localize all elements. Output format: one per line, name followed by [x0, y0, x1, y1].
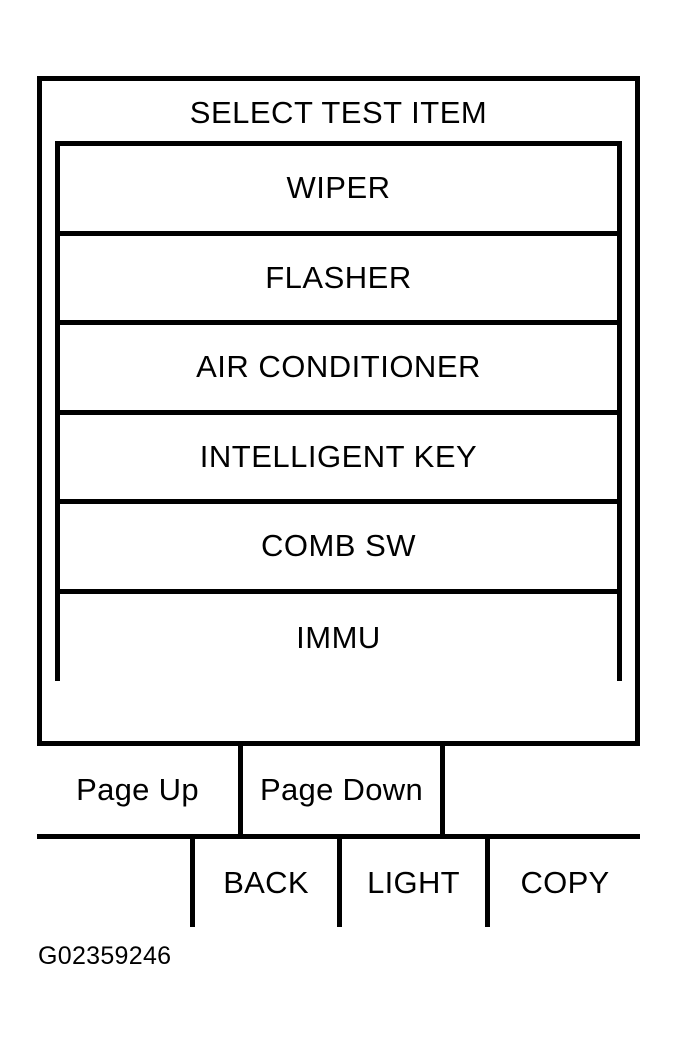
list-item-comb-sw[interactable]: COMB SW: [60, 504, 617, 594]
list-item-label: IMMU: [296, 620, 381, 656]
softkey-label: BACK: [223, 865, 309, 900]
list-item-flasher[interactable]: FLASHER: [60, 235, 617, 325]
diagnostic-tool-screen-frame: SELECT TEST ITEM WIPER FLASHER AIR CONDI…: [37, 76, 640, 927]
light-button[interactable]: LIGHT: [342, 839, 490, 927]
list-item-intelligent-key[interactable]: INTELLIGENT KEY: [60, 414, 617, 504]
page-title: SELECT TEST ITEM: [189, 95, 488, 130]
list-item-immu[interactable]: IMMU: [60, 593, 617, 683]
screen-blank-area: [42, 681, 635, 741]
softkey-label: LIGHT: [367, 865, 460, 900]
figure-caption: G02359246: [38, 942, 172, 970]
list-item-air-conditioner[interactable]: AIR CONDITIONER: [60, 325, 617, 415]
softkey-row-top: Page Up Page Down: [37, 741, 640, 834]
list-item-label: AIR CONDITIONER: [196, 349, 481, 385]
test-item-list: WIPER FLASHER AIR CONDITIONER INTELLIGEN…: [55, 141, 622, 683]
softkey-label: Page Down: [260, 772, 423, 807]
softkey-empty-top-right[interactable]: [445, 746, 640, 834]
page-down-button[interactable]: Page Down: [243, 746, 445, 834]
list-item-label: COMB SW: [260, 528, 417, 564]
softkey-empty-bottom-left[interactable]: [37, 839, 195, 927]
softkey-label: Page Up: [76, 772, 199, 807]
list-item-label: WIPER: [286, 170, 391, 206]
softkey-button-area: Page Up Page Down BACK LIGHT COPY: [37, 741, 640, 927]
softkey-label: COPY: [520, 865, 610, 900]
back-button[interactable]: BACK: [195, 839, 342, 927]
page-up-button[interactable]: Page Up: [37, 746, 243, 834]
softkey-row-bottom: BACK LIGHT COPY: [37, 834, 640, 927]
list-item-label: INTELLIGENT KEY: [199, 438, 478, 474]
list-item-wiper[interactable]: WIPER: [60, 146, 617, 236]
list-item-label: FLASHER: [265, 259, 412, 295]
copy-button[interactable]: COPY: [490, 839, 640, 927]
